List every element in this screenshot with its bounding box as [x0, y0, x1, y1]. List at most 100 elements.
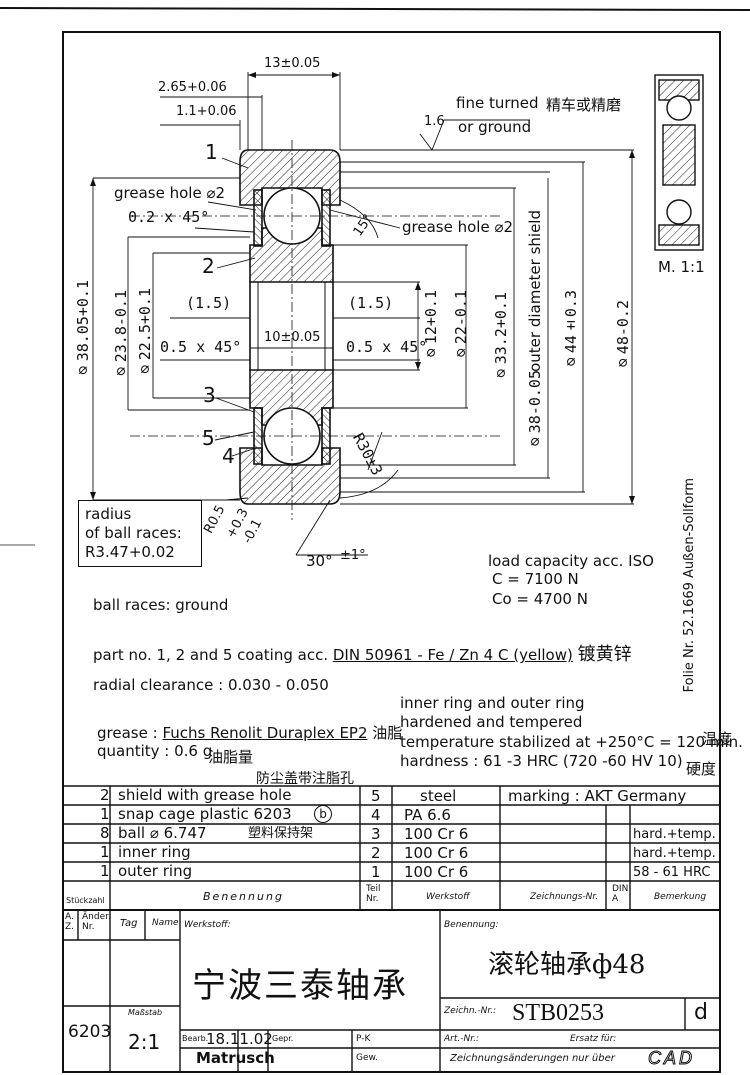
tb-massstab-label: Maßstab: [128, 1008, 163, 1017]
radius-box-line-3: R3.47+0.02: [85, 543, 175, 561]
dim-dia-12: ⌀12+0.1: [422, 290, 440, 363]
dimension-arrows: [90, 72, 635, 504]
dim-angle-30: 30°: [306, 552, 333, 570]
dim-10: 10±0.05: [264, 330, 321, 345]
tb-a-z: A. Z.: [65, 912, 75, 932]
radius-box: radius of ball races: R3.47+0.02: [78, 500, 202, 567]
note-ball-races: ball races: ground: [93, 596, 229, 614]
header-stueckzahl: Stückzahl: [66, 896, 105, 905]
note-cage-cn: 塑料保持架: [248, 826, 314, 841]
note-coating-prefix: part no. 1, 2 and 5 coating acc.: [93, 646, 329, 664]
tb-sheet-size: d: [694, 1000, 708, 1025]
callout-4: 4: [222, 444, 235, 468]
dim-dia-44: ⌀44±0.3: [562, 290, 580, 372]
tb-cad-stamp: CAD: [647, 1048, 696, 1069]
parts-row-name-3: ball ⌀ 6.747: [118, 824, 207, 842]
parts-table-grid: [63, 785, 720, 1072]
parts-row-name-2: inner ring: [118, 843, 191, 861]
dimension-lines: [92, 72, 634, 556]
tb-date: 18.11.02: [206, 1030, 273, 1048]
header-bemerkung: Bemerkung: [654, 892, 707, 902]
header-din: DIN A: [612, 884, 629, 904]
note-or-ground: or ground: [458, 118, 532, 136]
callout-5: 5: [202, 426, 215, 450]
tb-bearing-type: 6203: [68, 1022, 112, 1042]
tb-product-name: 滚轮轴承ф48: [488, 950, 646, 980]
dim-dia-38-005: ⌀38-0.05: [526, 370, 544, 452]
load-capacity-title: load capacity acc. ISO: [488, 552, 654, 570]
note-grease-name: Fuchs Renolit Duraplex EP2: [162, 724, 368, 742]
parts-row-material-3: 100 Cr 6: [404, 825, 469, 843]
header-benennung: Benennung: [203, 890, 284, 903]
parts-row-qty-3: 8: [100, 824, 110, 842]
callout-1: 1: [205, 140, 218, 164]
note-grease-prefix: grease :: [97, 724, 158, 742]
note-coating-cn: 镀黄锌: [577, 644, 632, 665]
parts-marking: marking : AKT Germany: [508, 787, 687, 805]
dim-angle-30-tol: ±1°: [340, 548, 366, 563]
dim-dia-22-5: ⌀22.5+0.1: [136, 288, 154, 379]
note-shield-cn: 防尘盖带注脂孔: [256, 771, 354, 787]
tb-gew-label: Gew.: [356, 1053, 378, 1063]
tb-drawn-by: Matrusch: [196, 1049, 275, 1067]
parts-row-remark-3: hard.+temp.: [633, 827, 716, 842]
load-capacity-co: Co = 4700 N: [492, 590, 588, 608]
note-grease: grease : Fuchs Renolit Duraplex EP2 油脂: [97, 722, 402, 743]
dim-chamfer-0-5-left: 0.5 x 45°: [160, 338, 242, 356]
side-folie-label: Folie Nr. 52.1669 Außen-Sollform: [682, 478, 697, 693]
label-grease-hole-left: grease hole ⌀2: [114, 184, 226, 202]
dim-paren-1-5-right: (1.5): [348, 294, 394, 312]
tb-name: Name: [152, 918, 179, 928]
parts-row-name-5: shield with grease hole: [118, 786, 292, 804]
shield-left-upper: [253, 189, 263, 247]
note-ring-4-cn: 硬度: [686, 760, 717, 778]
dim-chamfer-0-2: 0.2 x 45°: [128, 208, 210, 226]
note-ring-2: hardened and tempered: [400, 713, 583, 731]
parts-row-no-5: 5: [371, 787, 381, 805]
dim-dia-33-2: ⌀33.2+0.1: [492, 292, 510, 383]
drawing-frame: [62, 31, 721, 1073]
tb-werkstoff-label: Werkstoff:: [184, 920, 231, 930]
parts-row-qty-4: 1: [100, 805, 110, 823]
callout-3: 3: [203, 383, 216, 407]
note-quantity: quantity : 0.6 g: [97, 742, 213, 760]
label-outer-diameter-shield: outer diameter shield: [526, 210, 544, 372]
label-scale-small: M. 1:1: [658, 258, 705, 276]
tb-change-note: Zeichnungsänderungen nur über: [450, 1053, 615, 1064]
parts-row-no-1: 1: [371, 863, 381, 881]
bearing-section: [239, 149, 341, 505]
note-grease-cn: 油脂: [372, 724, 403, 742]
tb-aender-nr: Änder. Nr.: [82, 912, 111, 932]
note-quantity-cn: 油脂量: [208, 748, 254, 766]
dim-1-1: 1.1+0.06: [176, 104, 237, 119]
tb-benennung-label: Benennung:: [444, 920, 499, 930]
dim-dia-48: ⌀48-0.2: [614, 300, 632, 373]
tb-bearb-label: Bearb.: [182, 1034, 209, 1043]
surface-roughness-value: 1.6: [424, 114, 445, 129]
note-fine-turned-cn: 精车或精磨: [546, 96, 622, 114]
parts-row-material-2: 100 Cr 6: [404, 844, 469, 862]
parts-row-no-4: 4: [371, 806, 381, 824]
note-ring-1: inner ring and outer ring: [400, 694, 585, 712]
parts-row-qty-1: 1: [100, 862, 110, 880]
tb-company-name: 宁波三泰轴承: [192, 966, 408, 1006]
radius-box-line-1: radius: [85, 505, 132, 523]
parts-row-name-4: snap cage plastic 6203: [118, 805, 292, 823]
radius-box-line-2: of ball races:: [85, 524, 182, 542]
tb-art-nr-label: Art.-Nr.:: [444, 1034, 479, 1044]
note-ring-3: temperature stabilized at +250°C = 120 m…: [400, 733, 743, 751]
dim-chamfer-0-5-right: 0.5 x 45°: [346, 338, 428, 356]
tb-zeichn-nr-label: Zeichn.-Nr.:: [444, 1006, 497, 1016]
dim-dia-38-05: ⌀38.05+0.1: [74, 280, 92, 380]
center-lines: [130, 140, 500, 520]
shield-right-upper: [321, 189, 331, 247]
load-capacity-c: C = 7100 N: [492, 570, 579, 588]
parts-row-no-3: 3: [371, 825, 381, 843]
parts-row-remark-1: 58 - 61 HRC: [633, 865, 711, 880]
parts-row-qty-2: 1: [100, 843, 110, 861]
note-radial-clearance: radial clearance : 0.030 - 0.050: [93, 676, 329, 694]
small-bearing-view: [654, 74, 704, 251]
header-werkstoff: Werkstoff: [426, 892, 470, 902]
tb-tag: Tag: [120, 918, 138, 929]
